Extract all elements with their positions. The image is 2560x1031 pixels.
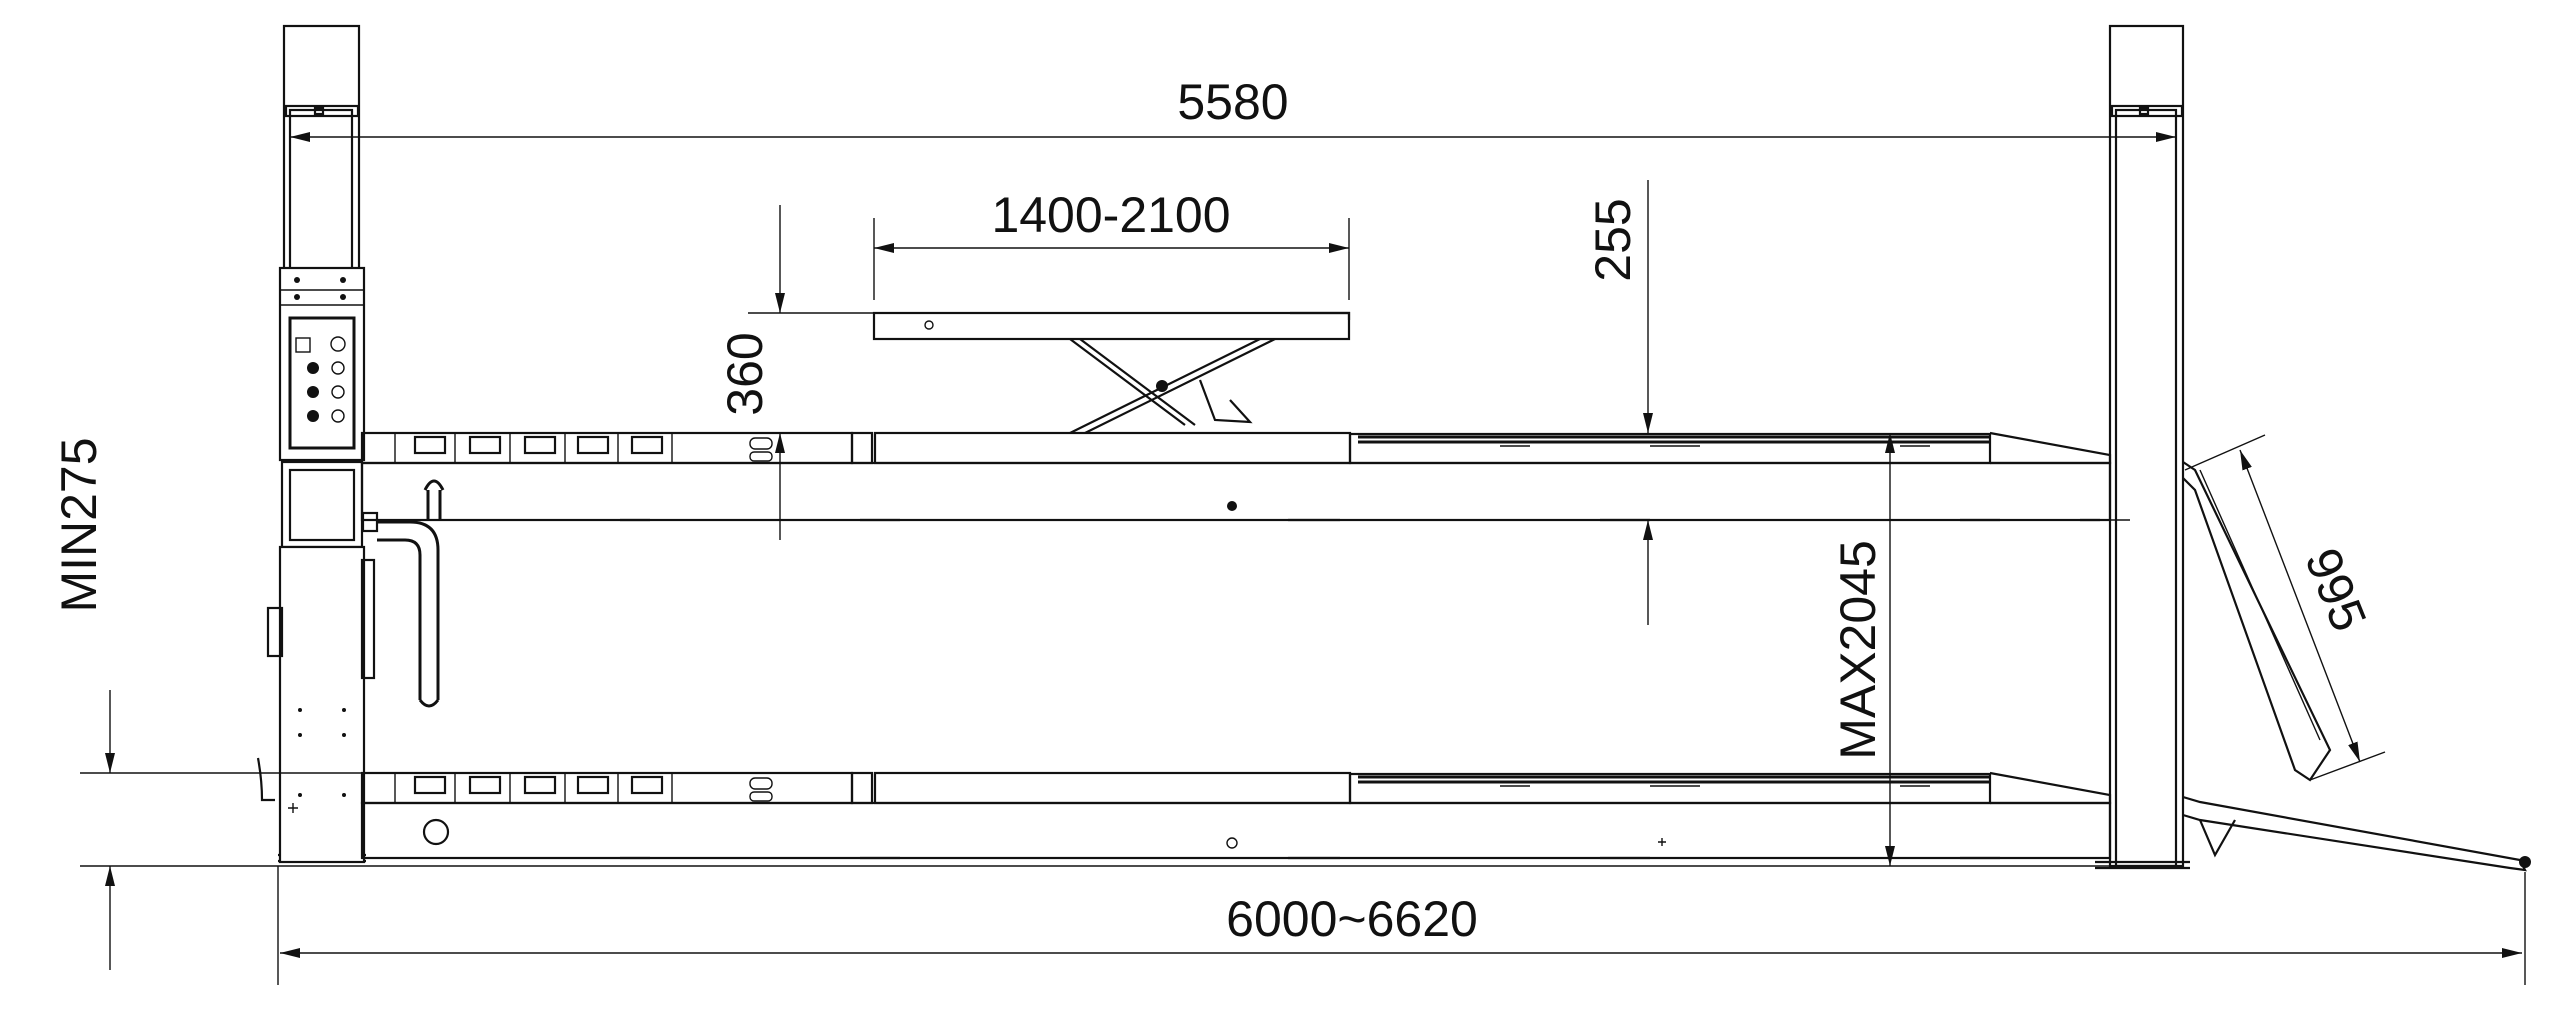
lower-platform — [360, 771, 2112, 860]
dimension-min-height: MIN275 — [51, 437, 2130, 970]
scissor-jack — [872, 311, 1351, 434]
power-unit — [256, 460, 445, 864]
label-scissor-height: 360 — [717, 332, 773, 415]
dimension-scissor-height: 360 — [717, 205, 874, 540]
ramp-raised — [2182, 461, 2332, 782]
dimension-overall-length: 6000~6620 — [277, 866, 2526, 985]
dimension-deck-thickness: 255 — [1585, 180, 1653, 625]
label-overall-length: 6000~6620 — [1226, 891, 1478, 947]
ramp-ground — [2182, 795, 2531, 872]
label-scissor-range: 1400-2100 — [991, 187, 1230, 243]
upper-platform — [360, 431, 2130, 522]
dimension-column-span: 5580 — [290, 74, 2176, 142]
label-max-height: MAX2045 — [1830, 540, 1886, 760]
control-box — [278, 266, 366, 462]
dimension-scissor-range: 1400-2100 — [873, 187, 1350, 300]
label-deck-thickness: 255 — [1585, 198, 1641, 281]
label-column-span: 5580 — [1177, 74, 1288, 130]
label-min-height: MIN275 — [51, 437, 107, 612]
right-column — [2095, 24, 2190, 870]
dimension-max-height: MAX2045 — [1830, 433, 1895, 866]
dimension-ramp-length: 995 — [2184, 434, 2386, 781]
